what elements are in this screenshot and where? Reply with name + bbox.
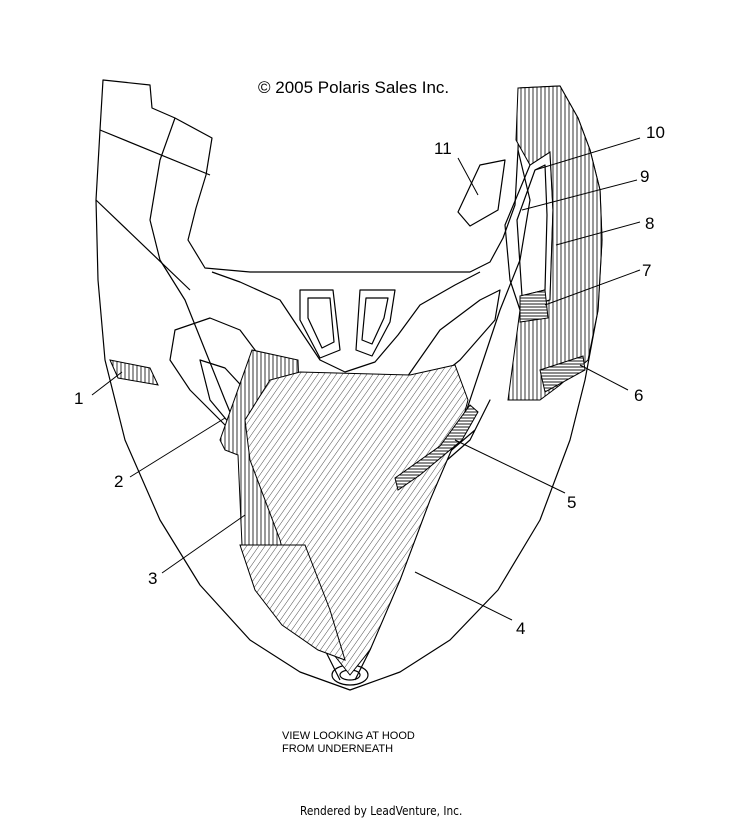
callout-1: 1 [74,389,84,408]
decal-4-lower [239,544,346,661]
decal-4-center [244,364,469,676]
windshield-cavity [211,271,481,373]
decal-6 [539,355,586,393]
view-caption: VIEW LOOKING AT HOOD FROM UNDERNEATH [282,730,415,756]
callout-9: 9 [640,167,650,186]
decal-7 [519,289,549,323]
callout-4: 4 [516,619,526,638]
callout-7: 7 [642,261,652,280]
caption-line-2: FROM UNDERNEATH [282,743,394,755]
callout-3: 3 [148,569,158,588]
callout-6: 6 [634,386,644,405]
decal-5 [394,404,479,491]
callout-5: 5 [567,493,577,512]
left-vent [299,289,341,359]
decal-1 [109,359,159,386]
callout-8: 8 [645,214,655,233]
callout-11: 11 [434,139,452,158]
footer-credit: Rendered by LeadVenture, Inc. [300,804,463,818]
caption-line-1: VIEW LOOKING AT HOOD [282,730,415,742]
right-vent [355,289,396,357]
copyright-text: © 2005 Polaris Sales Inc. [258,78,450,97]
decal-11 [457,159,506,227]
callout-2: 2 [114,472,124,491]
callout-10: 10 [646,123,665,142]
decal-8 [507,85,603,401]
